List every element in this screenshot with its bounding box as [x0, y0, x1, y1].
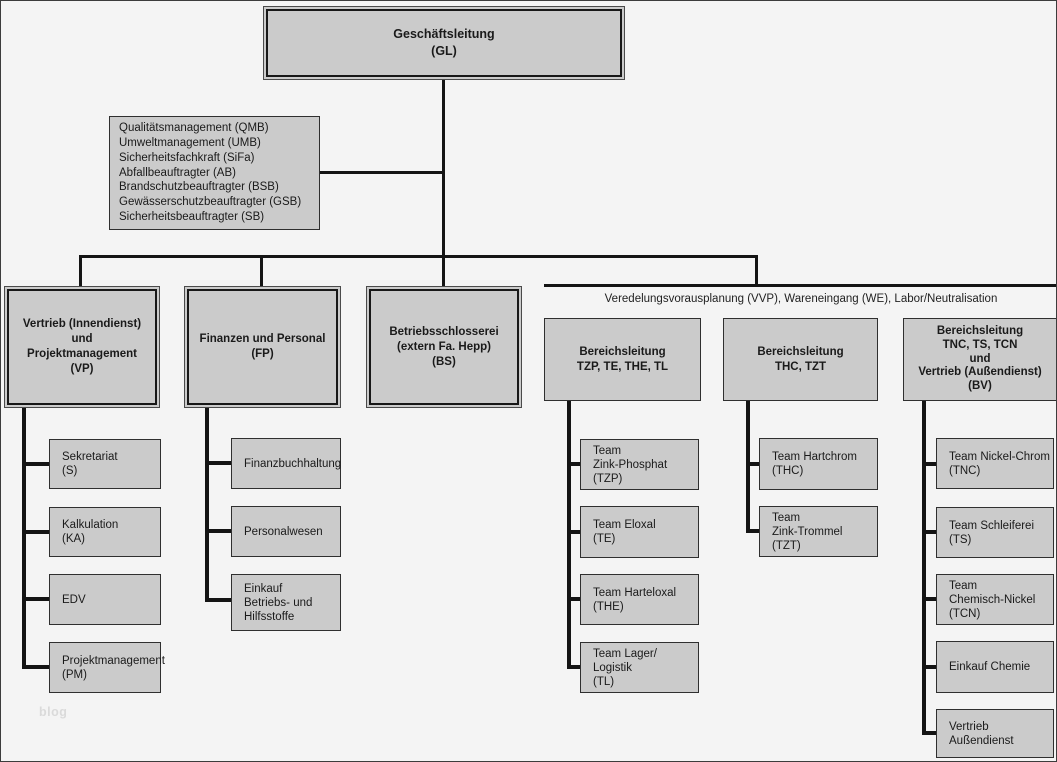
- connector-bl1-branch-2: [567, 530, 580, 534]
- node-team-harteloxal: Team Harteloxal (THE): [580, 574, 699, 625]
- node-team-nickel-chrom: Team Nickel-Chrom (TNC): [936, 438, 1054, 489]
- connector-bv-branch-2: [922, 530, 936, 534]
- connector-vp-branch-2: [22, 530, 49, 534]
- connector-staff-branch: [320, 171, 442, 174]
- node-label: Team Zink-Phosphat (TZP): [593, 444, 668, 485]
- node-label: Einkauf Betriebs- und Hilfsstoffe: [244, 582, 313, 623]
- connector-vp-branch-4: [22, 665, 49, 669]
- connector-bl1-branch-3: [567, 597, 580, 601]
- connector-vp-branch-3: [22, 597, 49, 601]
- group-label-veredelung: Veredelungsvorausplanung (VVP), Warenein…: [604, 293, 998, 305]
- connector-fp-branch-1: [205, 461, 231, 465]
- node-vertrieb-aussendienst: Vertrieb Außendienst: [936, 709, 1054, 758]
- node-finanzbuchhaltung: Finanzbuchhaltung: [231, 438, 341, 489]
- connector-bl1-trunk: [567, 401, 571, 667]
- node-label: Team Zink-Trommel (TZT): [772, 511, 843, 552]
- node-edv: EDV: [49, 574, 161, 625]
- node-team-eloxal: Team Eloxal (TE): [580, 506, 699, 558]
- connector-vp-branch-1: [22, 462, 49, 466]
- node-team-hartchrom: Team Hartchrom (THC): [759, 438, 878, 490]
- node-label: Finanzbuchhaltung: [244, 457, 342, 470]
- node-bereichsleitung-tzp: Bereichsleitung TZP, TE, THE, TL: [544, 318, 701, 401]
- node-label: Vertrieb Außendienst: [949, 720, 1014, 747]
- connector-main-horizontal: [79, 255, 758, 258]
- node-label: Geschäftsleitung (GL): [393, 27, 495, 58]
- node-team-schleiferei: Team Schleiferei (TS): [936, 507, 1054, 558]
- node-label: Team Hartchrom (THC): [772, 451, 857, 477]
- connector-bl2-trunk: [746, 401, 750, 533]
- node-label: Projektmanagement (PM): [62, 654, 165, 681]
- node-projektmanagement: Projektmanagement (PM): [49, 642, 165, 693]
- connector-bl2-branch-2: [746, 529, 759, 533]
- node-label: Team Harteloxal (THE): [593, 586, 677, 613]
- connector-vp-drop: [79, 255, 82, 286]
- node-team-zink-trommel: Team Zink-Trommel (TZT): [759, 506, 878, 557]
- node-label: Team Chemisch-Nickel (TCN): [949, 579, 1036, 620]
- node-label: Kalkulation (KA): [62, 519, 119, 545]
- node-geschaeftsleitung: Geschäftsleitung (GL): [263, 6, 625, 80]
- node-bereichsleitung-bv: Bereichsleitung TNC, TS, TCN und Vertrie…: [903, 318, 1056, 401]
- node-team-zink-phosphat: Team Zink-Phosphat (TZP): [580, 439, 699, 490]
- node-label: Vertrieb (Innendienst) und Projektmanage…: [22, 318, 142, 375]
- node-label: Team Nickel-Chrom (TNC): [949, 450, 1050, 477]
- node-vertrieb-projektmanagement: Vertrieb (Innendienst) und Projektmanage…: [4, 286, 160, 408]
- node-kalkulation: Kalkulation (KA): [49, 507, 161, 557]
- watermark-text: blog: [39, 705, 68, 719]
- connector-fp-trunk: [205, 408, 209, 602]
- connector-bv-trunk: [922, 401, 926, 735]
- node-label: Bereichsleitung TZP, TE, THE, TL: [576, 345, 669, 373]
- connector-gl-trunk: [442, 80, 445, 287]
- node-label: Team Eloxal (TE): [593, 519, 656, 545]
- node-finanzen-personal: Finanzen und Personal (FP): [184, 286, 341, 408]
- node-team-lager-logistik: Team Lager/ Logistik (TL): [580, 642, 699, 693]
- node-einkauf-betriebsstoffe: Einkauf Betriebs- und Hilfsstoffe: [231, 574, 341, 631]
- connector-bv-branch-1: [922, 462, 936, 466]
- connector-bv-branch-3: [922, 597, 936, 601]
- node-label: Sekretariat (S): [62, 451, 118, 477]
- node-label: EDV: [62, 593, 86, 606]
- node-label: Qualitätsmanagement (QMB) Umweltmanageme…: [119, 122, 302, 223]
- connector-group-horizontal: [544, 284, 1056, 287]
- node-personalwesen: Personalwesen: [231, 506, 341, 557]
- node-bereichsleitung-thc: Bereichsleitung THC, TZT: [723, 318, 878, 401]
- connector-vp-trunk: [22, 408, 26, 669]
- node-label: Betriebsschlosserei (extern Fa. Hepp) (B…: [389, 325, 499, 368]
- node-staff-functions: Qualitätsmanagement (QMB) Umweltmanageme…: [109, 116, 320, 230]
- node-label: Einkauf Chemie: [949, 661, 1031, 673]
- node-betriebsschlosserei: Betriebsschlosserei (extern Fa. Hepp) (B…: [366, 286, 522, 408]
- connector-bv-branch-5: [922, 731, 936, 735]
- connector-bl2-branch-1: [746, 462, 759, 466]
- node-team-chemisch-nickel: Team Chemisch-Nickel (TCN): [936, 574, 1054, 625]
- node-label: Finanzen und Personal (FP): [199, 333, 326, 360]
- connector-fp-branch-2: [205, 529, 231, 533]
- node-sekretariat: Sekretariat (S): [49, 439, 161, 489]
- connector-fp-drop: [260, 255, 263, 286]
- connector-bv-branch-4: [922, 665, 936, 669]
- node-label: Team Schleiferei (TS): [949, 519, 1035, 546]
- node-label: Personalwesen: [244, 525, 323, 538]
- connector-bl1-branch-4: [567, 665, 580, 669]
- connector-bl1-branch-1: [567, 462, 580, 466]
- node-label: Team Lager/ Logistik (TL): [593, 647, 657, 688]
- connector-right-elbow: [755, 255, 758, 287]
- node-label: Bereichsleitung THC, TZT: [757, 345, 844, 373]
- node-einkauf-chemie: Einkauf Chemie: [936, 641, 1054, 693]
- node-label: Bereichsleitung TNC, TS, TCN und Vertrie…: [918, 325, 1042, 393]
- connector-fp-branch-3: [205, 598, 231, 602]
